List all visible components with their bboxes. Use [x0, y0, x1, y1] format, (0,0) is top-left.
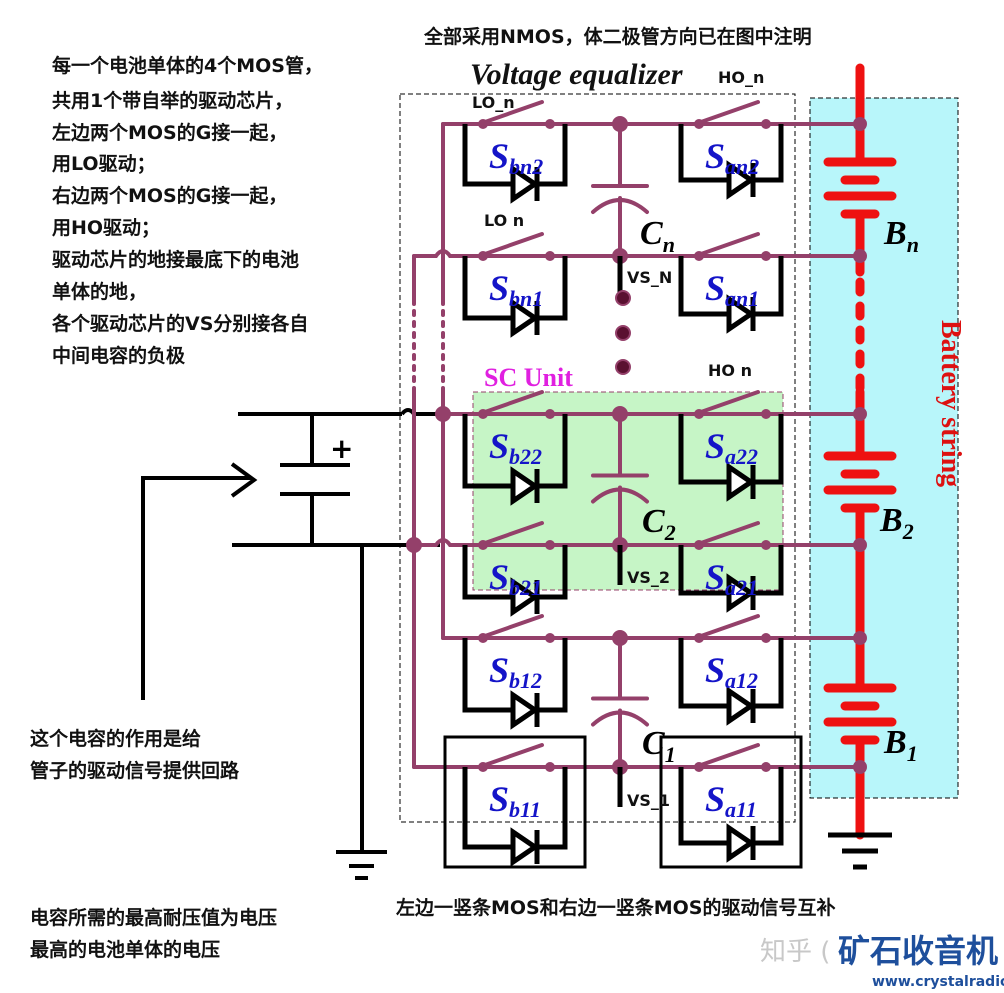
switch-label-a22: Sa22 — [705, 426, 758, 469]
brand-url: www.crystalradio.cn — [872, 974, 1004, 990]
watermark: 知乎 ( 矿石收音机 www.crystalradio.cn — [760, 932, 1004, 990]
left-note-line: 右边两个MOS的G接一起， — [51, 184, 287, 207]
voltage-note-line: 电容所需的最高耐压值为电压 — [30, 906, 277, 929]
left-notes: 每一个电池单体的4个MOS管， 共用1个带自举的驱动芯片， 左边两个MOS的G接… — [51, 54, 323, 367]
switch-bn2: Sbn2 — [462, 100, 568, 204]
sc-unit-label: SC Unit — [484, 363, 573, 392]
switch-a22: Sa22 — [678, 390, 784, 502]
battery-label-b1: B1 — [883, 724, 918, 766]
switch-label-an1: San1 — [705, 268, 759, 311]
plus-sign: + — [330, 432, 353, 465]
vs-label-n: VS_N — [627, 268, 672, 287]
switch-label-b12: Sb12 — [489, 650, 542, 693]
left-note-line: 驱动芯片的地接最底下的电池 — [52, 248, 299, 271]
switch-label-bn1: Sbn1 — [489, 268, 543, 311]
left-note-line: 左边两个MOS的G接一起， — [52, 121, 287, 144]
battery-label-bn: Bn — [883, 215, 919, 257]
gate-label-lo-mid: LO n — [484, 211, 524, 230]
gate-label-ho-top: HO_n — [718, 68, 764, 87]
cap-note-line: 管子的驱动信号提供回路 — [30, 759, 240, 782]
switch-an2: San2 — [678, 100, 784, 200]
switch-b12: Sb12 — [462, 614, 568, 730]
switch-a11: Sa11 — [659, 735, 803, 869]
left-note-line: 每一个电池单体的4个MOS管， — [52, 54, 323, 77]
switch-a12: Sa12 — [678, 614, 784, 726]
battery-label-b2: B2 — [879, 502, 914, 544]
gate-rails — [406, 122, 482, 769]
title-note: 全部采用NMOS，体二极管方向已在图中注明 — [423, 25, 812, 48]
switch-label-a11: Sa11 — [705, 779, 757, 822]
gate-label-ho-mid: HO n — [708, 361, 752, 380]
switch-b11: Sb11 — [443, 735, 587, 869]
battery-string-label: Battery string — [935, 320, 966, 487]
switch-an1: San1 — [678, 232, 784, 334]
complement-note: 左边一竖条MOS和右边一竖条MOS的驱动信号互补 — [396, 896, 836, 919]
switch-label-a21: Sa21 — [705, 557, 758, 600]
left-note-line: 用HO驱动； — [52, 217, 160, 239]
vs-label-2: VS_2 — [627, 568, 670, 587]
gate-label-lo-top: LO_n — [472, 93, 515, 112]
switch-label-a12: Sa12 — [705, 650, 758, 693]
vs-label-1: VS_1 — [627, 791, 670, 810]
brand-logo: 矿石收音机 — [838, 932, 998, 970]
switch-b22: Sb22 — [462, 390, 568, 506]
voltage-note-line: 最高的电池单体的电压 — [30, 938, 220, 961]
left-note-line: 共用1个带自举的驱动芯片， — [52, 89, 293, 112]
switch-bn1: Sbn1 — [462, 232, 568, 338]
cap-label-cn: Cn — [640, 215, 675, 257]
battery-string — [823, 63, 897, 870]
battery-string-box — [809, 97, 959, 799]
zhihu-watermark: 知乎 ( — [760, 937, 830, 967]
left-note-line: 单体的地， — [52, 280, 147, 303]
cap-label-c1: C1 — [642, 725, 676, 767]
switch-a21: Sa21 — [678, 521, 784, 613]
switch-label-b21: Sb21 — [489, 557, 542, 600]
voltage-equalizer-box — [399, 93, 796, 823]
left-note-line: 各个驱动芯片的VS分别接各自 — [51, 312, 308, 335]
switch-label-an2: San2 — [705, 136, 759, 179]
left-note-line: 中间电容的负极 — [52, 344, 186, 367]
bootstrap-capacitor: + — [232, 408, 442, 880]
switch-label-b22: Sb22 — [489, 426, 542, 469]
left-note-line: 用LO驱动； — [52, 153, 156, 175]
equalizer-label: Voltage equalizer — [470, 58, 683, 91]
switch-label-bn2: Sbn2 — [489, 136, 543, 179]
switch-b21: Sb21 — [462, 521, 568, 617]
switch-label-b11: Sb11 — [489, 779, 541, 822]
cap-label-c2: C2 — [642, 503, 676, 545]
cap-note-line: 这个电容的作用是给 — [30, 727, 201, 750]
arrow-annotation — [141, 462, 258, 700]
